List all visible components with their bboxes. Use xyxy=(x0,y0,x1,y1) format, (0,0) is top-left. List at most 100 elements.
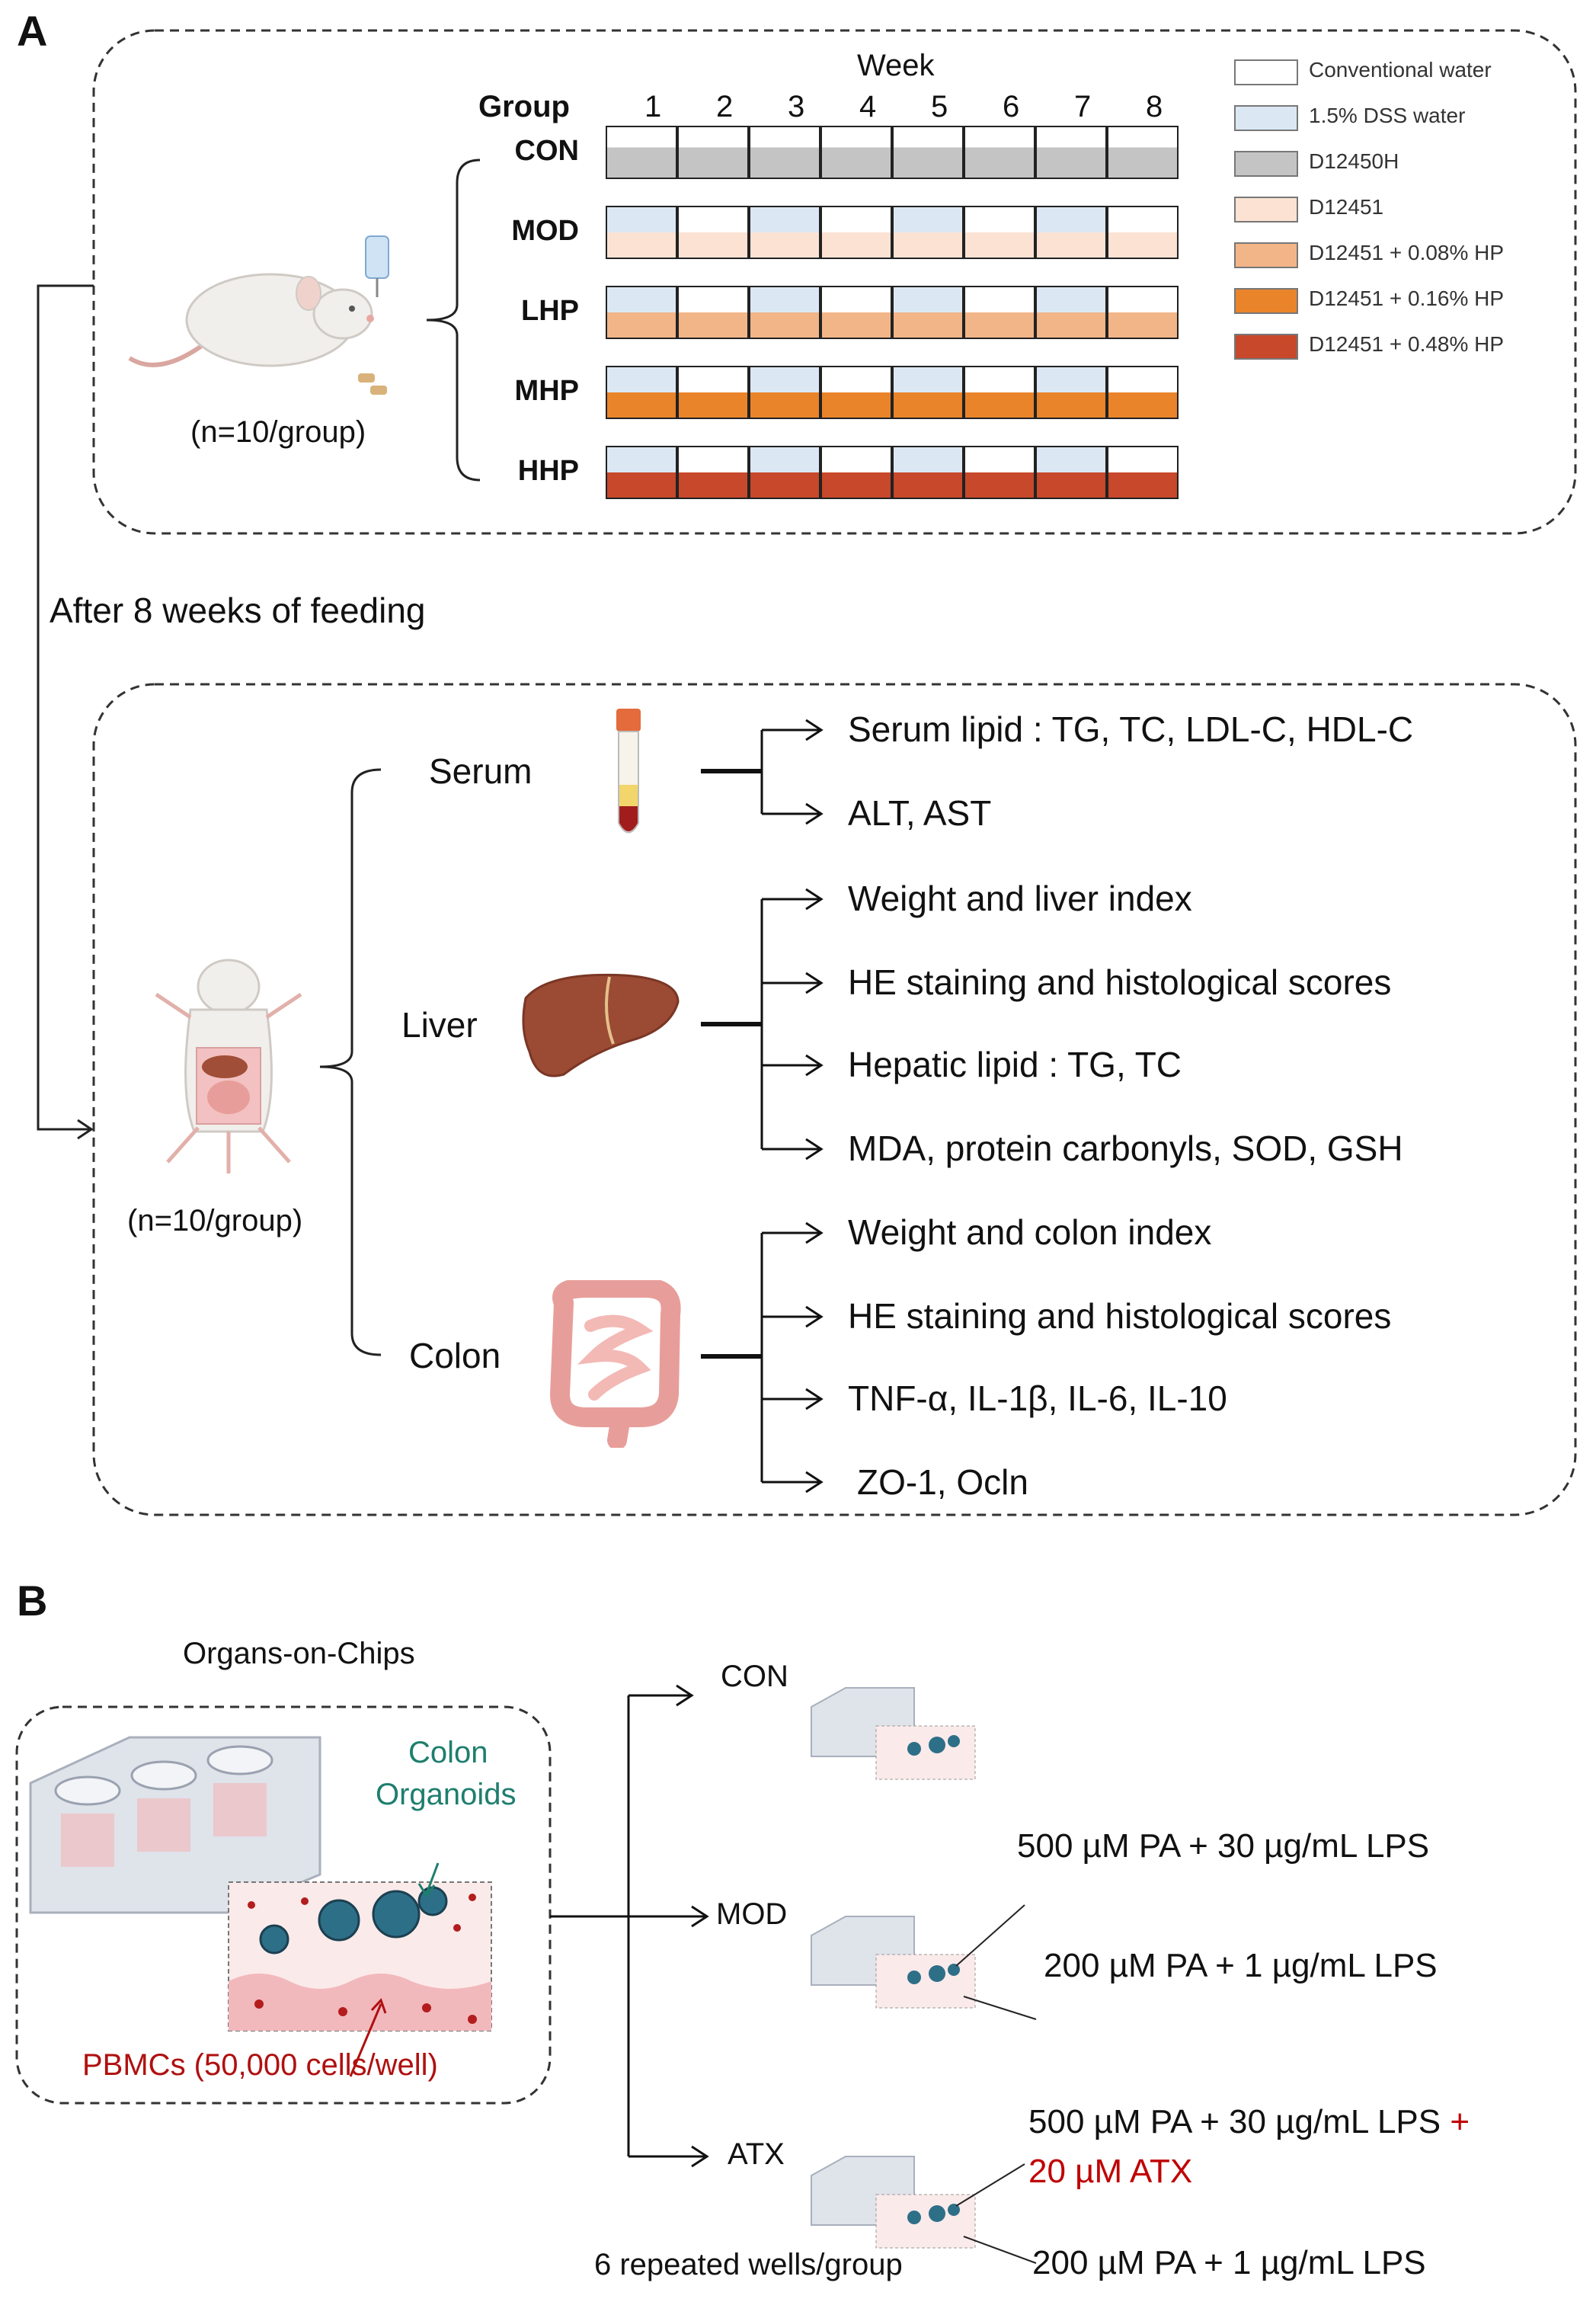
chip-group-con: CON xyxy=(721,1660,788,1693)
week-cell xyxy=(606,286,677,339)
pbmc-label: PBMCs (50,000 cells/well) xyxy=(82,2048,438,2082)
week-number: 7 xyxy=(1074,90,1092,123)
analysis-item: TNF-α, IL-1β, IL-6, IL-10 xyxy=(848,1378,1227,1418)
week-cell xyxy=(1035,446,1107,499)
week-cell xyxy=(820,286,892,339)
week-cell xyxy=(749,446,820,499)
mod-condition-top: 500 µM PA + 30 µg/mL LPS xyxy=(1017,1827,1430,1865)
week-number: 6 xyxy=(1003,90,1020,123)
week-cell xyxy=(820,206,892,259)
week-number: 2 xyxy=(716,90,734,123)
analysis-item: Weight and colon index xyxy=(848,1212,1212,1252)
week-number: 4 xyxy=(859,90,877,123)
legend-swatch xyxy=(1234,242,1298,268)
analysis-item: Hepatic lipid : TG, TC xyxy=(848,1045,1182,1084)
colon-icon xyxy=(549,1280,681,1448)
week-cell xyxy=(677,286,749,339)
feeding-connector xyxy=(37,284,94,1131)
panel-b-label: B xyxy=(17,1577,48,1625)
week-cell xyxy=(892,286,964,339)
legend-label: D12451 + 0.48% HP xyxy=(1309,332,1505,356)
week-cell xyxy=(964,286,1035,339)
analysis-item: ALT, AST xyxy=(848,793,992,833)
analysis-item: HE staining and histological scores xyxy=(848,1296,1392,1336)
mod-condition-bottom: 200 µM PA + 1 µg/mL LPS xyxy=(1044,1947,1438,1984)
group-label: CON xyxy=(514,135,579,167)
legend-swatch xyxy=(1234,105,1298,131)
tissue-label: Liver xyxy=(401,1005,478,1045)
analysis-item: ZO-1, Ocln xyxy=(857,1462,1028,1502)
tissue-label: Colon xyxy=(409,1336,501,1375)
atx-condition-bottom: 200 µM PA + 1 µg/mL LPS xyxy=(1032,2244,1426,2281)
week-cell xyxy=(892,126,964,179)
panel-b-graphics xyxy=(15,1684,1037,2264)
week-cell xyxy=(1107,446,1179,499)
week-number: 3 xyxy=(788,90,805,123)
week-cell xyxy=(749,126,820,179)
panel-a-top-box xyxy=(92,29,1577,535)
week-cell xyxy=(749,206,820,259)
group-label: MHP xyxy=(514,375,579,407)
group-label: LHP xyxy=(521,295,579,327)
dissect-n-label: (n=10/group) xyxy=(127,1204,303,1237)
liver-icon xyxy=(522,973,680,1077)
group-label: HHP xyxy=(517,455,579,487)
week-number: 5 xyxy=(931,90,948,123)
legend-label: 1.5% DSS water xyxy=(1309,104,1466,127)
legend-swatch xyxy=(1234,288,1298,314)
week-cell xyxy=(892,206,964,259)
chip-group-atx: ATX xyxy=(728,2137,785,2171)
dissected-mouse-icon xyxy=(155,959,302,1173)
week-cell xyxy=(1035,286,1107,339)
week-cell xyxy=(677,366,749,419)
chip-group-mod: MOD xyxy=(716,1897,788,1931)
week-cell xyxy=(820,366,892,419)
wells-note: 6 repeated wells/group xyxy=(594,2248,903,2281)
week-cell xyxy=(964,446,1035,499)
week-cell xyxy=(1107,206,1179,259)
panel-a-lines xyxy=(37,29,1577,1516)
week-cell xyxy=(749,366,820,419)
con-chip-icon xyxy=(811,1687,976,1780)
week-cell xyxy=(606,126,677,179)
organoid-label-line2: Organoids xyxy=(376,1778,517,1811)
week-cell xyxy=(677,206,749,259)
week-cell xyxy=(1107,286,1179,339)
legend-label: D12451 xyxy=(1309,195,1384,219)
chip-title: Organs-on-Chips xyxy=(183,1637,415,1670)
analysis-item: Serum lipid : TG, TC, LDL-C, HDL-C xyxy=(848,709,1414,749)
atx-chip-icon xyxy=(811,2156,1037,2264)
chip-box xyxy=(15,1705,552,2105)
atx-condition-red: 20 µM ATX xyxy=(1028,2153,1193,2190)
week-cell xyxy=(1035,206,1107,259)
week-cell xyxy=(820,446,892,499)
organoid-label-line1: Colon xyxy=(408,1736,488,1769)
week-cell xyxy=(892,446,964,499)
analysis-item: MDA, protein carbonyls, SOD, GSH xyxy=(848,1129,1403,1168)
panel-a-bottom-box xyxy=(92,683,1577,1516)
week-cell xyxy=(749,286,820,339)
panel-a-label: A xyxy=(17,7,48,55)
analysis-item: HE staining and histological scores xyxy=(848,962,1392,1002)
atx-condition-top: 500 µM PA + 30 µg/mL LPS + xyxy=(1028,2103,1470,2140)
legend-label: Conventional water xyxy=(1309,58,1492,82)
feeding-transition: After 8 weeks of feeding xyxy=(50,591,426,630)
week-cell xyxy=(1035,126,1107,179)
mouse-illustration xyxy=(128,235,389,395)
large-chip-illustration xyxy=(29,1736,492,2077)
week-cell xyxy=(677,126,749,179)
group-label: MOD xyxy=(511,215,579,247)
week-header: Week xyxy=(857,49,935,82)
mod-chip-icon xyxy=(811,1904,1037,2020)
week-cell xyxy=(606,206,677,259)
week-cell xyxy=(964,206,1035,259)
week-cell xyxy=(892,366,964,419)
mouse-n-label: (n=10/group) xyxy=(190,415,366,449)
legend-swatch xyxy=(1234,151,1298,177)
analysis-item: Weight and liver index xyxy=(848,879,1192,918)
legend-label: D12451 + 0.16% HP xyxy=(1309,287,1505,310)
week-cell xyxy=(677,446,749,499)
week-cell xyxy=(820,126,892,179)
legend-swatch xyxy=(1234,197,1298,223)
week-cell xyxy=(1035,366,1107,419)
